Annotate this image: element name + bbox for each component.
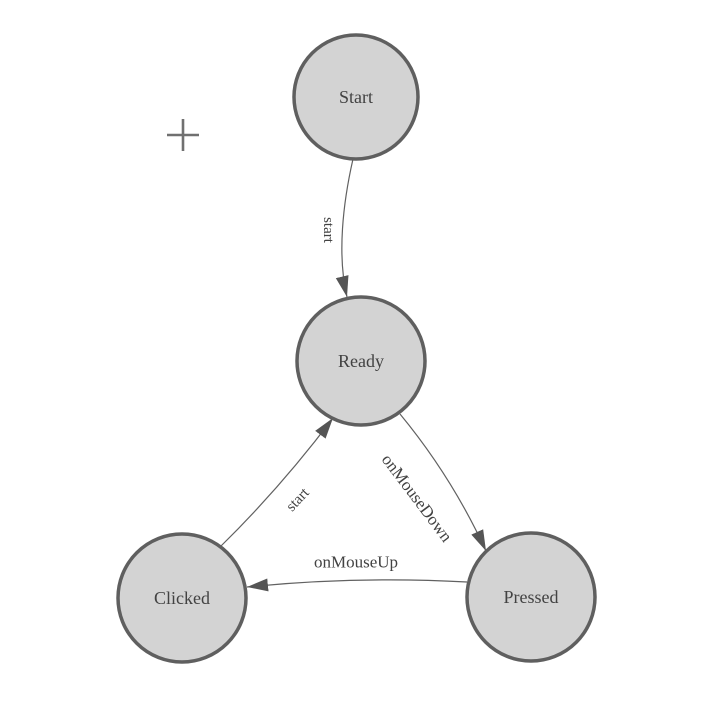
node-label: Ready — [338, 351, 384, 371]
node-circle — [116, 532, 248, 664]
plus-cursor-icon — [167, 119, 199, 151]
edge-label-pressed-to-clicked: onMouseUp — [314, 553, 398, 572]
node-label: Pressed — [504, 587, 559, 607]
transition-edge-clicked-to-ready[interactable] — [220, 417, 334, 547]
node-circle — [465, 531, 597, 663]
edge-label-clicked-to-ready: start — [283, 484, 313, 514]
edge-label-ready-to-pressed: onMouseDown — [378, 450, 457, 546]
state-node-ready[interactable]: Ready — [295, 295, 427, 427]
node-label: Clicked — [154, 588, 210, 608]
transition-edge-start-to-ready[interactable] — [335, 158, 354, 298]
state-node-start[interactable]: Start — [292, 33, 420, 161]
state-node-clicked[interactable]: Clicked — [116, 532, 248, 664]
state-node-pressed[interactable]: Pressed — [465, 531, 597, 663]
edge-label-start-to-ready: start — [320, 217, 336, 244]
transition-edge-pressed-to-clicked[interactable] — [246, 578, 468, 592]
node-circle — [295, 295, 427, 427]
transition-edge-ready-to-pressed[interactable] — [399, 413, 487, 552]
nodes-layer: Start Ready Clicked Pressed — [116, 33, 597, 664]
transitions-layer — [220, 158, 487, 592]
node-label: Start — [339, 87, 373, 107]
node-circle — [292, 33, 420, 161]
